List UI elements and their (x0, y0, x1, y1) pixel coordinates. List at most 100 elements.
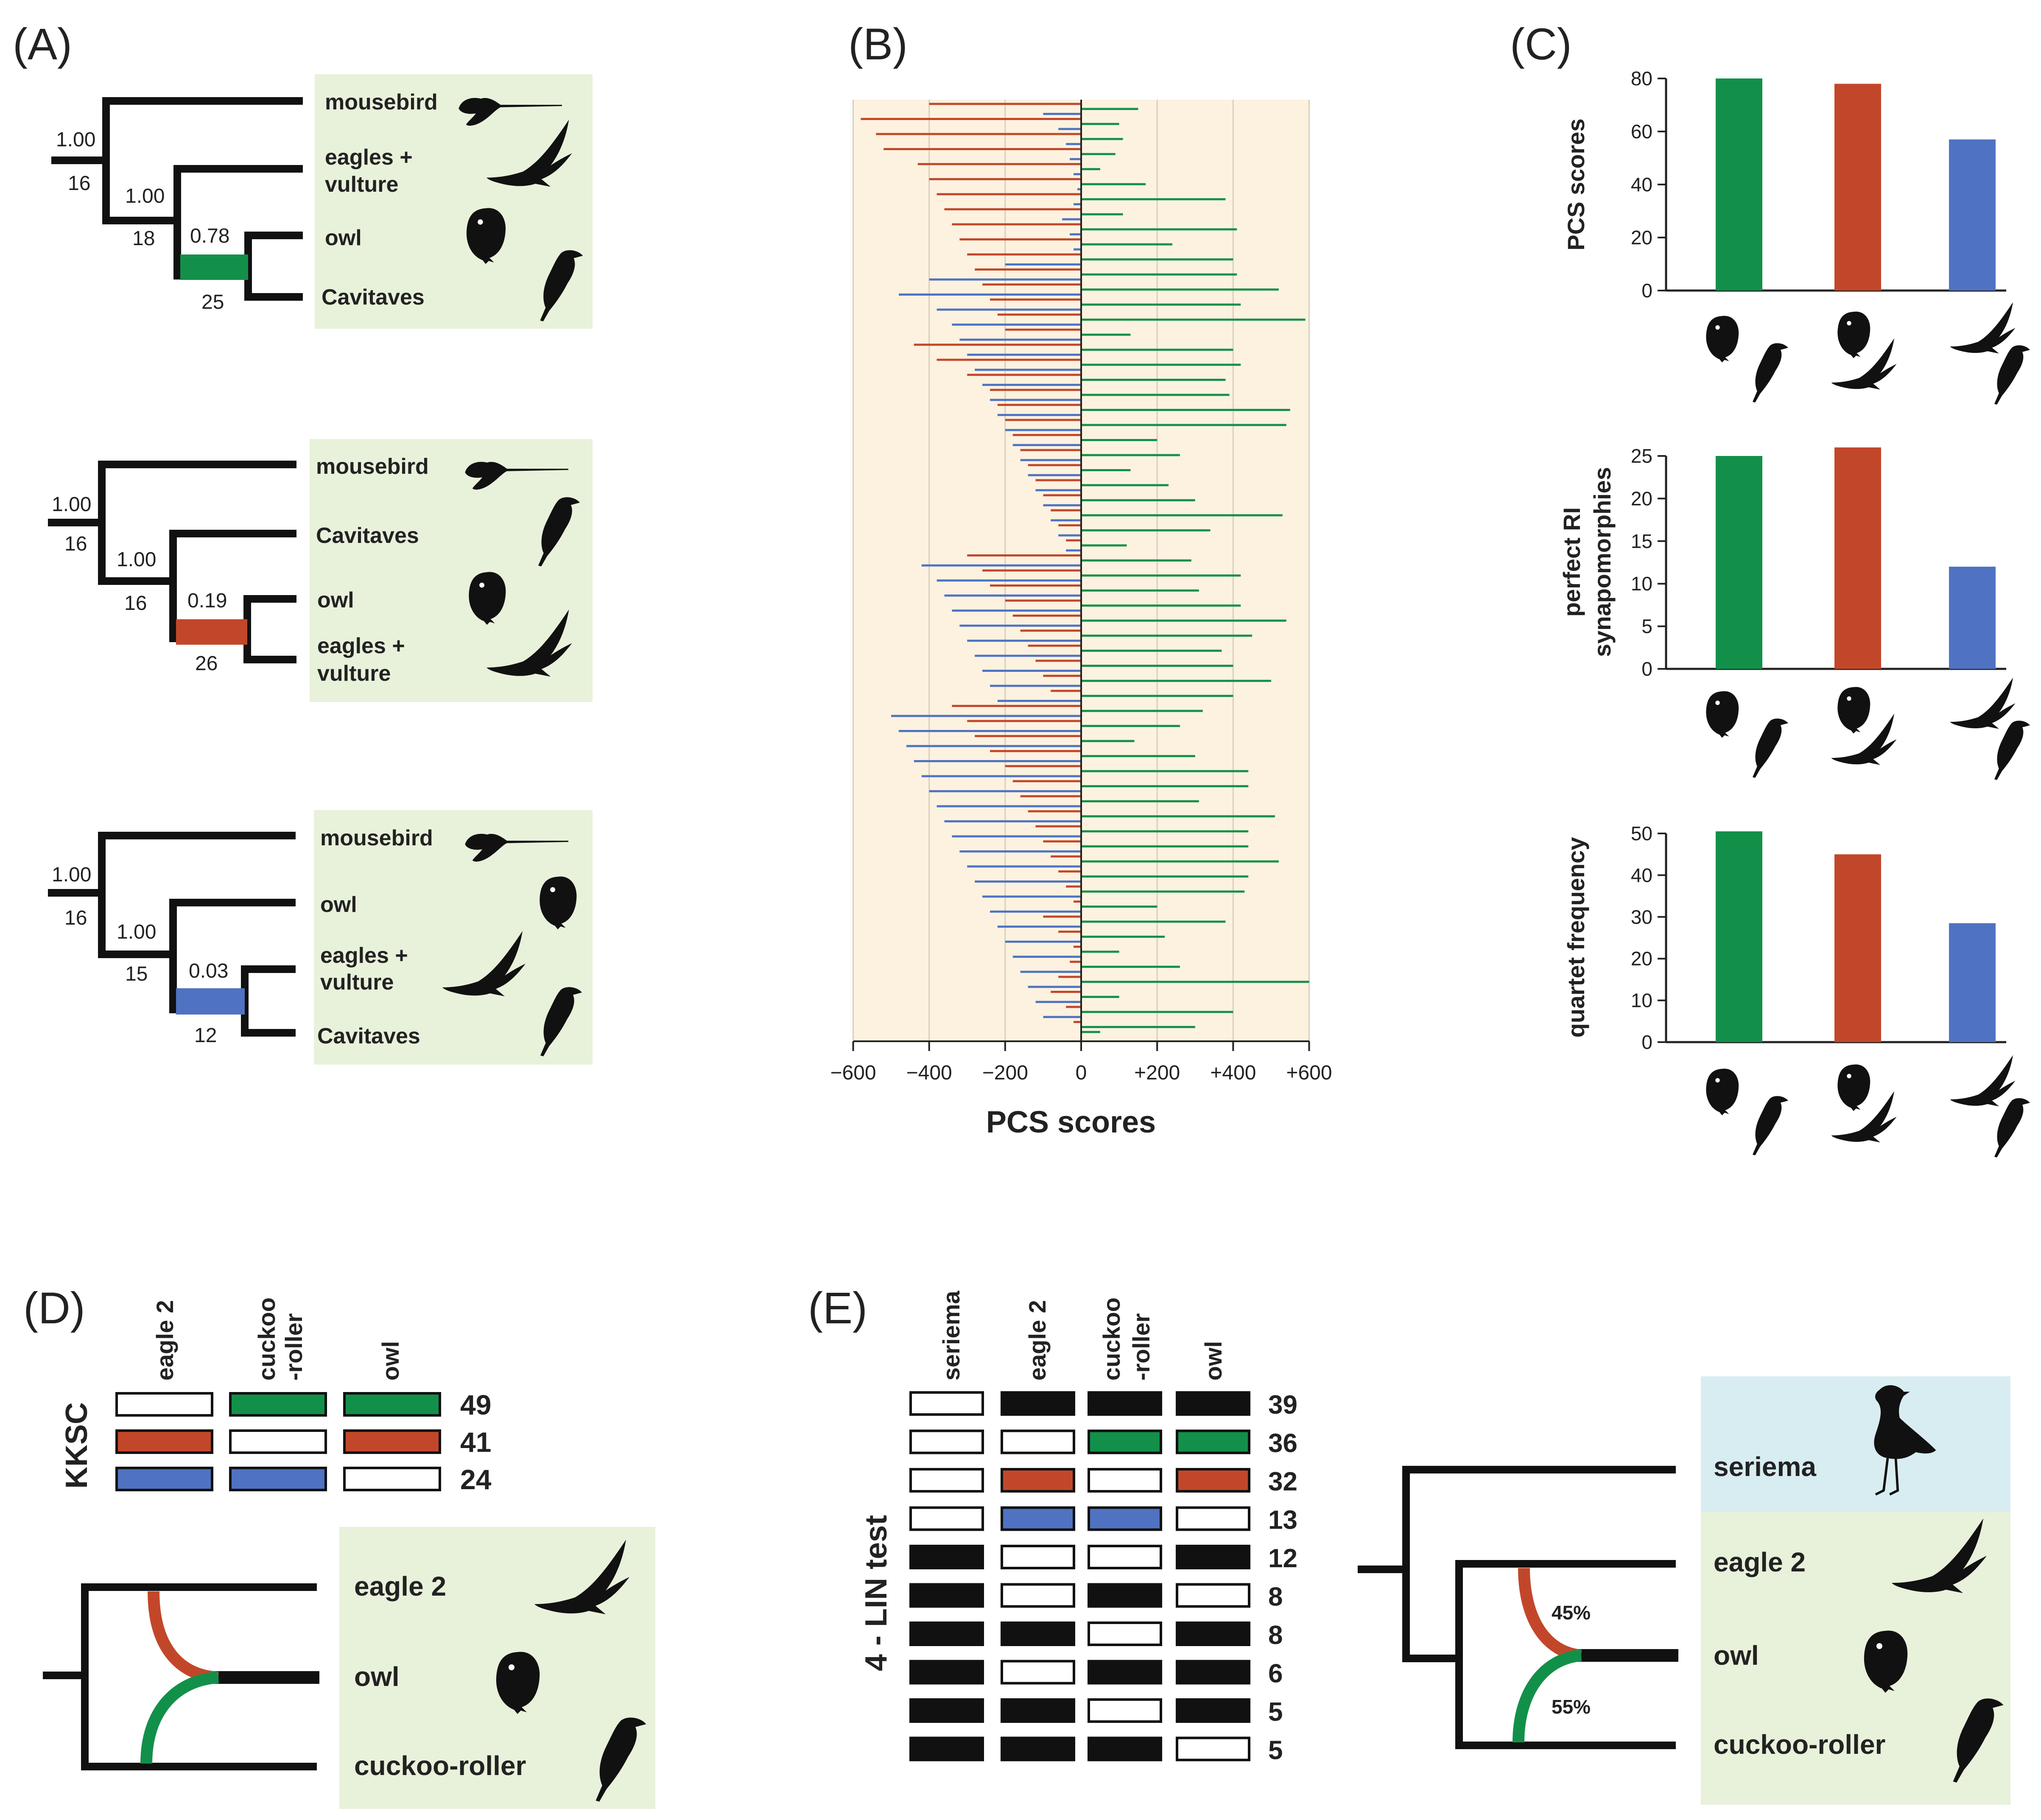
lin-count: 36 (1268, 1429, 1297, 1458)
lin-title: 4 - LIN test (859, 1515, 893, 1671)
lin-cell-empty (1176, 1583, 1250, 1608)
lin-cell-black (1001, 1736, 1075, 1761)
tree-3-taxon-3a: eagles + (320, 943, 408, 968)
lin-count: 5 (1268, 1736, 1283, 1765)
y-axis-label: perfect RI (1558, 507, 1585, 617)
lin-column-roller: -roller (1128, 1313, 1155, 1381)
tree-3-clade-count: 12 (194, 1024, 217, 1047)
y-tick-label: 10 (1631, 573, 1652, 595)
y-tick-label: 80 (1631, 67, 1652, 89)
tree-panel-a: 1.00 16 1.00 18 0.78 25 mousebird eagles… (48, 74, 593, 1065)
tree-1-taxon-3: owl (325, 226, 362, 250)
kksc-cell-green (343, 1392, 441, 1417)
tree-2: 1.00 16 1.00 16 0.19 26 mousebird Cavita… (48, 439, 593, 702)
kksc-cell-blue (115, 1467, 213, 1491)
lin-cell-black (1088, 1736, 1162, 1761)
lin-cell-empty (1088, 1622, 1162, 1646)
kksc-cell-empty (115, 1392, 213, 1417)
tree-3-taxon-1: mousebird (320, 826, 433, 850)
x-tick-label: −400 (906, 1062, 952, 1084)
tree-2-root-count: 16 (64, 533, 87, 555)
lin-cell-black (909, 1622, 984, 1646)
lin-count: 8 (1268, 1621, 1283, 1650)
lin-cell-black (1001, 1698, 1075, 1723)
y-tick-label: 10 (1631, 990, 1652, 1012)
bar (1949, 139, 1996, 291)
tree-3-inner-count: 15 (125, 963, 148, 985)
kksc-cell-empty (343, 1467, 441, 1491)
tree-2-taxon-1: mousebird (316, 454, 429, 479)
tree-2-root-support: 1.00 (52, 493, 91, 516)
lin-cell-empty (1176, 1736, 1250, 1761)
lin-cell-black (1176, 1622, 1250, 1646)
lin-cell-black (1088, 1660, 1162, 1685)
bar (1716, 78, 1762, 291)
lin-test-panel: seriema eagle 2 cuckoo -roller owl 4 - L… (859, 1290, 2010, 1805)
lin-cell-blue (1001, 1506, 1075, 1531)
lin-column-seriema: seriema (938, 1290, 965, 1381)
panel-label-d: (D) (23, 1283, 85, 1333)
hornbill-icon (1994, 721, 2030, 780)
bar (1716, 456, 1762, 669)
kksc-title: KKSC (60, 1402, 94, 1489)
tree-2-taxon-4b: vulture (317, 661, 391, 686)
kksc-column-roller: -roller (280, 1313, 307, 1381)
owl-icon (1837, 1064, 1870, 1111)
lin-cell-empty (909, 1468, 984, 1493)
x-axis-label: PCS scores (986, 1105, 1156, 1139)
lin-cell-black (1176, 1391, 1250, 1416)
lin-count: 32 (1268, 1467, 1297, 1496)
x-tick-label: +200 (1134, 1062, 1180, 1084)
tree-1-root-support: 1.00 (56, 129, 95, 151)
lin-count: 6 (1268, 1659, 1283, 1689)
lin-cell-red (1001, 1468, 1075, 1493)
y-tick-label: 5 (1641, 615, 1652, 637)
lin-cell-empty (1088, 1545, 1162, 1569)
tree-1-taxon-2b: vulture (325, 172, 398, 197)
kksc-count: 49 (460, 1389, 491, 1420)
tree-2-taxon-4a: eagles + (317, 634, 405, 658)
kksc-column-eagle2: eagle 2 (151, 1300, 178, 1381)
lin-cell-black (1088, 1583, 1162, 1608)
lin-cell-green (1176, 1429, 1250, 1454)
lin-cell-empty (1088, 1698, 1162, 1723)
y-tick-label: 0 (1641, 1031, 1652, 1053)
tree-2-clade-count: 26 (195, 652, 218, 675)
eagle-icon (1950, 677, 2016, 729)
kksc-cell-red (343, 1429, 441, 1454)
x-tick-label: +600 (1286, 1062, 1332, 1084)
y-tick-label: 20 (1631, 487, 1652, 509)
y-tick-label: 0 (1641, 658, 1652, 680)
lin-column-cuckoo: cuckoo (1098, 1297, 1125, 1381)
tree-3-taxon-2: owl (320, 892, 357, 917)
lin-count: 39 (1268, 1390, 1297, 1420)
lin-green-hybrid-edge (1513, 1649, 1582, 1743)
tree-1-root-count: 16 (68, 172, 90, 195)
tree-1-taxon-4: Cavitaves (322, 285, 425, 310)
lin-taxon-owl: owl (1714, 1640, 1759, 1671)
lin-taxon-cuckoo-roller: cuckoo-roller (1714, 1729, 1885, 1760)
y-tick-label: 20 (1631, 948, 1652, 970)
kksc-green-hybrid-edge (140, 1672, 219, 1764)
panel-label-b: (B) (848, 20, 908, 69)
owl-icon (1706, 691, 1739, 738)
kksc-count: 24 (460, 1464, 492, 1495)
panel-label-e: (E) (808, 1283, 867, 1333)
eagle-icon (1950, 302, 2016, 354)
bar (1834, 447, 1881, 669)
lin-cell-black (1176, 1660, 1250, 1685)
hornbill-icon (1994, 345, 2030, 405)
tree-2-taxon-3: owl (317, 588, 354, 612)
owl-icon (1837, 687, 1870, 734)
lin-column-owl: owl (1200, 1341, 1227, 1381)
tree-1-clade-count: 25 (201, 291, 224, 313)
y-tick-label: 60 (1631, 120, 1652, 143)
lin-taxon-seriema: seriema (1714, 1451, 1816, 1482)
eagle-icon (1950, 1055, 2016, 1107)
lin-cell-black (909, 1698, 984, 1723)
y-tick-label: 25 (1631, 445, 1652, 467)
lin-cell-empty (1001, 1660, 1075, 1685)
